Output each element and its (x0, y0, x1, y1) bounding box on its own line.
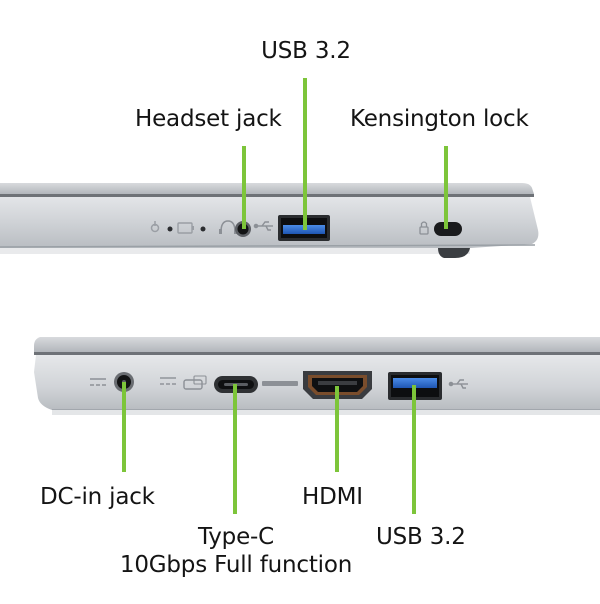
usb-symbol-icon (253, 221, 273, 231)
leader-lines (122, 78, 448, 514)
power-indicator-icon (150, 221, 160, 233)
top-seam (0, 194, 534, 197)
top-rubber-foot (438, 248, 470, 258)
battery-indicator-icon (177, 222, 194, 234)
usb-symbol-icon (448, 379, 468, 389)
bottom-lid (34, 337, 600, 352)
label-hdmi: HDMI (302, 484, 363, 510)
dc-power-icon (90, 378, 106, 386)
label-type-c-line1: Type-C (198, 524, 274, 550)
top-body (0, 197, 539, 248)
battery-led (200, 226, 206, 232)
top-laptop-side (0, 183, 539, 258)
kensington-lock-icon (419, 221, 429, 235)
hdmi-logo-icon (262, 381, 298, 386)
bottom-seam (34, 352, 600, 355)
label-kensington-lock: Kensington lock (350, 106, 529, 132)
label-type-c-line2: 10Gbps Full function (119, 552, 353, 578)
label-type-c: Type-C 10Gbps Full function (108, 523, 364, 579)
hdmi-port (303, 371, 372, 399)
label-bottom-usb: USB 3.2 (376, 524, 466, 550)
label-dc-in-jack: DC-in jack (40, 484, 155, 510)
top-lid (0, 183, 534, 194)
label-top-usb: USB 3.2 (261, 38, 351, 64)
bottom-laptop-side (34, 337, 600, 415)
label-headset-jack: Headset jack (135, 106, 282, 132)
usb-c-icon (160, 375, 207, 390)
power-led (167, 226, 173, 232)
